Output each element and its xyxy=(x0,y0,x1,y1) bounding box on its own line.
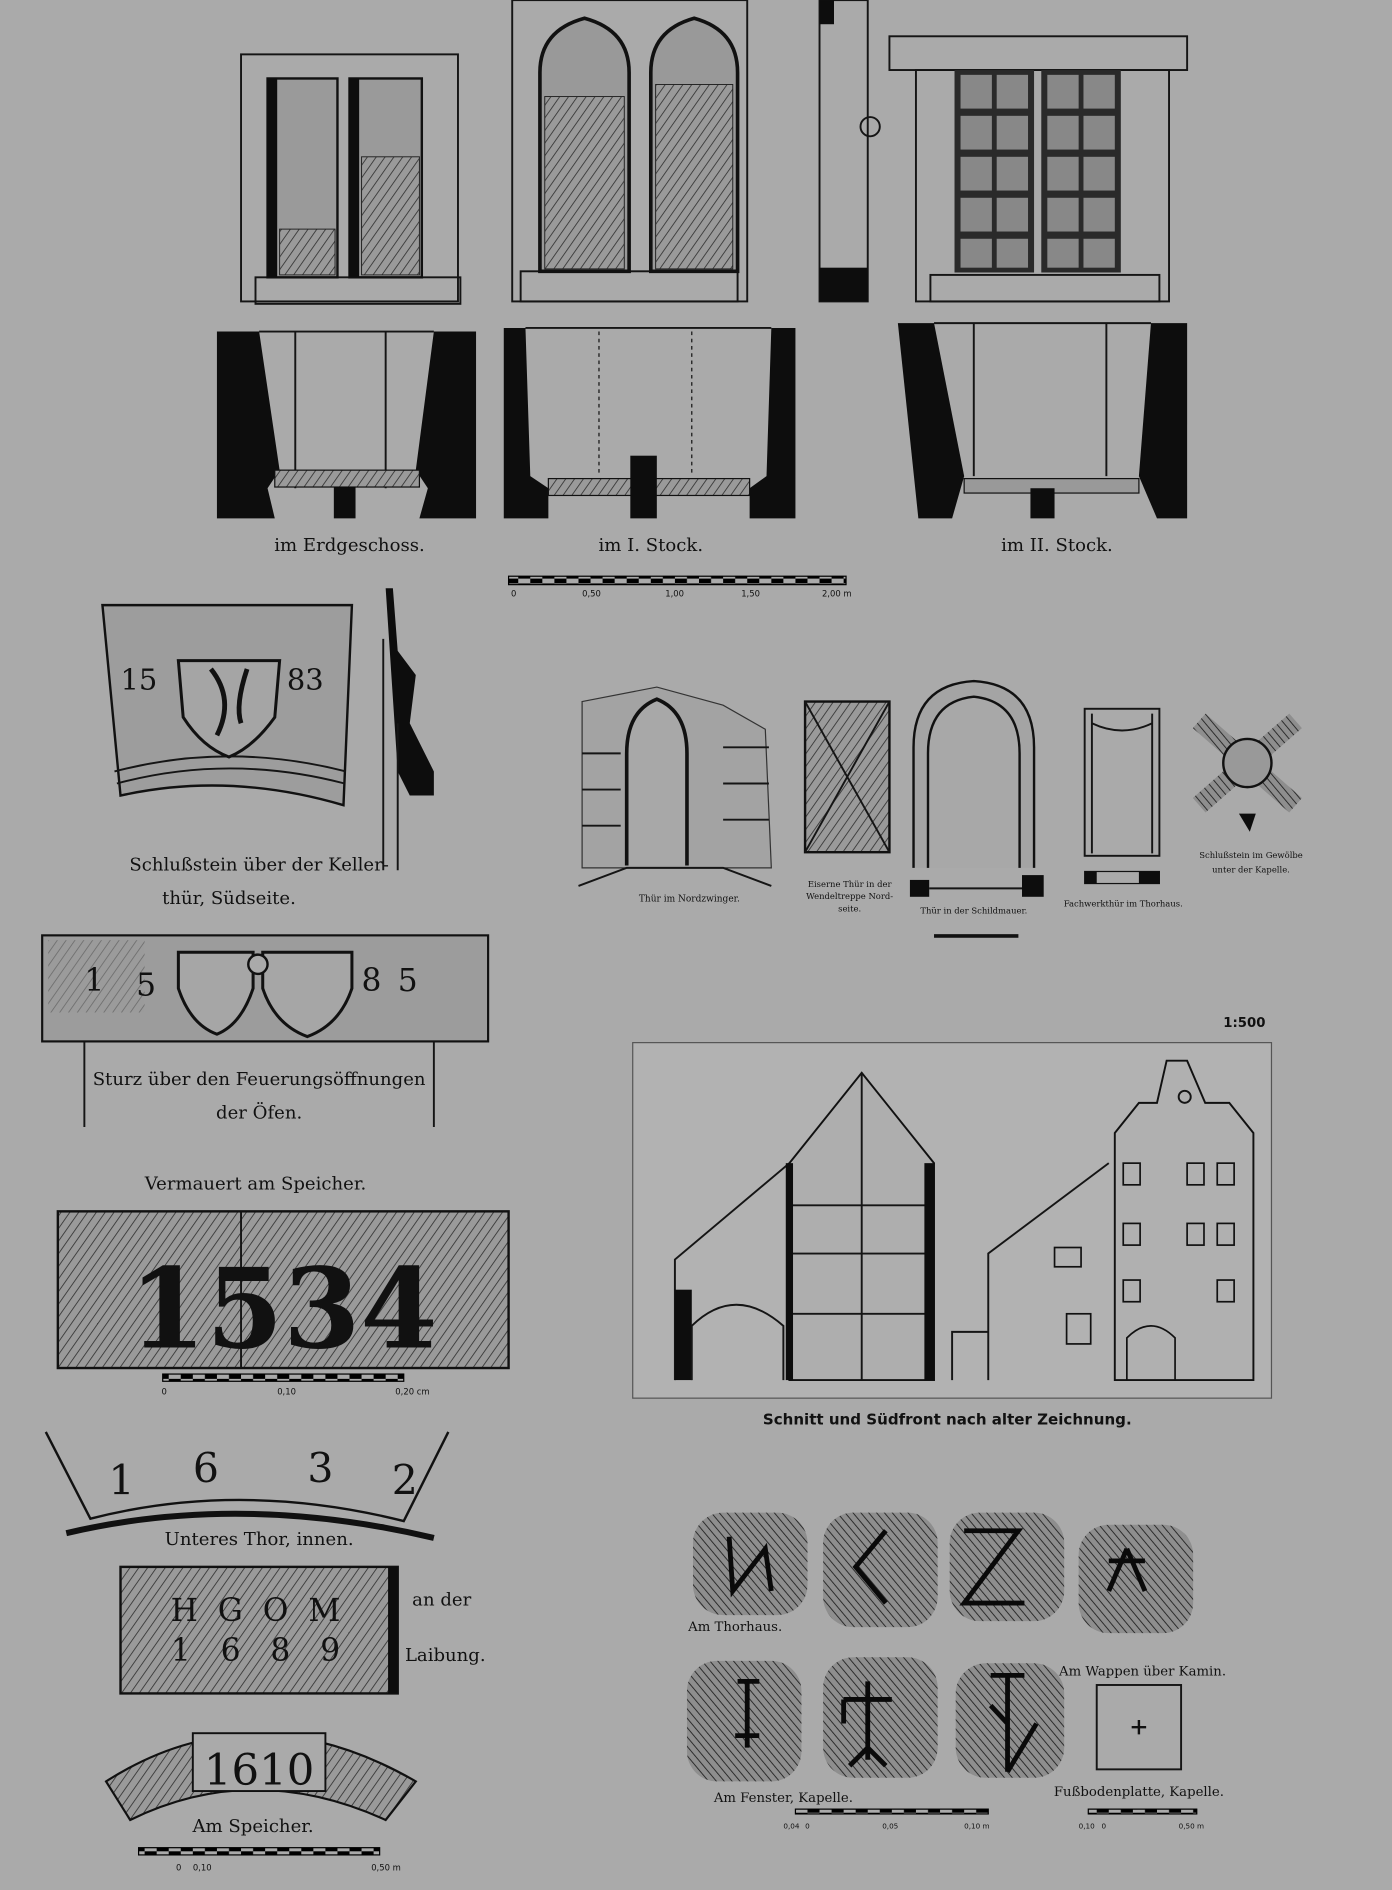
svg-text:0,50 m: 0,50 m xyxy=(371,1863,401,1873)
svg-text:Eiserne Thür in der: Eiserne Thür in der xyxy=(808,879,893,889)
door-caption-fachwerk: Fachwerkthür im Thorhaus. xyxy=(1064,898,1183,908)
svg-text:0,04: 0,04 xyxy=(783,1821,799,1830)
mason-marks xyxy=(686,1512,1194,1782)
svg-text:Wendeltreppe Nord-: Wendeltreppe Nord- xyxy=(806,891,893,901)
scale-bar-floorplate: 0,10 0 0,50 m xyxy=(1079,1808,1204,1830)
svg-text:2,00 m: 2,00 m xyxy=(822,589,852,599)
door-nordzwinger xyxy=(578,686,772,887)
lintel-1585: 1 5 8 5 xyxy=(41,934,490,1127)
year-1534: 1534 xyxy=(129,1245,438,1375)
section-scale-ratio: 1:500 xyxy=(1223,1016,1265,1031)
svg-text:0,10: 0,10 xyxy=(277,1387,296,1397)
keystone-1583: 15 83 xyxy=(101,588,434,871)
svg-text:3: 3 xyxy=(307,1445,333,1493)
plan-second-floor xyxy=(897,322,1188,519)
svg-text:0,10 m: 0,10 m xyxy=(964,1821,989,1830)
door-wendeltreppe xyxy=(803,700,891,854)
caption-fenster: Am Fenster, Kapelle. xyxy=(713,1791,853,1806)
svg-text:seite.: seite. xyxy=(838,903,861,913)
plan-first-floor xyxy=(503,326,796,519)
window-profile xyxy=(818,0,881,303)
svg-text:6: 6 xyxy=(193,1445,219,1493)
svg-text:Schlußstein im Gewölbe: Schlußstein im Gewölbe xyxy=(1199,850,1303,860)
caption-boden: Fußbodenplatte, Kapelle. xyxy=(1054,1785,1224,1800)
svg-text:1: 1 xyxy=(108,1457,134,1505)
window-elevation-ground xyxy=(240,53,462,305)
arch-1610: 1610 xyxy=(104,1732,418,1822)
scale-bar-1610: 0 0,10 0,50 m xyxy=(137,1847,401,1873)
lintel-caption-1: Sturz über den Feuerungsöffnungen xyxy=(93,1069,426,1090)
caption-ground-floor: im Erdgeschoss. xyxy=(274,535,424,556)
svg-text:0: 0 xyxy=(1102,1821,1107,1830)
svg-text:0,20 cm: 0,20 cm xyxy=(395,1387,429,1397)
door-caption-nordzwinger: Thür im Nordzwinger. xyxy=(639,895,740,905)
caption-thorhaus: Am Thorhaus. xyxy=(687,1620,782,1635)
keystone-caption-1: Schlußstein über der Keller- xyxy=(129,854,389,875)
svg-text:0,05: 0,05 xyxy=(882,1821,898,1830)
svg-text:1: 1 xyxy=(84,963,104,999)
svg-text:0,50 m: 0,50 m xyxy=(1179,1821,1204,1830)
svg-text:2: 2 xyxy=(392,1457,418,1505)
laibung-caption-2: Laibung. xyxy=(405,1645,486,1666)
svg-text:H G O M: H G O M xyxy=(171,1593,341,1629)
door-schildmauer xyxy=(909,679,1044,938)
window-elevation-first xyxy=(511,0,749,303)
scale-bar-marks: 0,04 0 0,05 0,10 m xyxy=(783,1808,990,1830)
caption-wappen: Am Wappen über Kamin. xyxy=(1058,1664,1226,1679)
gate-1632: 1 6 3 2 xyxy=(44,1431,450,1541)
svg-text:1,50: 1,50 xyxy=(741,589,760,599)
window-elevation-second xyxy=(888,35,1189,303)
svg-text:0,10: 0,10 xyxy=(1079,1821,1095,1830)
svg-text:0: 0 xyxy=(161,1387,166,1397)
caption-second-floor: im II. Stock. xyxy=(1001,535,1113,556)
year-1610: 1610 xyxy=(204,1746,314,1796)
keystone-year-right: 83 xyxy=(287,662,324,696)
caption-first-floor: im I. Stock. xyxy=(599,535,704,556)
svg-text:0: 0 xyxy=(176,1863,181,1873)
gate-1632-caption: Unteres Thor, innen. xyxy=(165,1529,354,1550)
door-fachwerk xyxy=(1083,707,1161,885)
lintel-caption-2: der Öfen. xyxy=(216,1101,302,1124)
stone-1534: 1534 xyxy=(56,1210,510,1375)
plan-ground-floor xyxy=(216,330,477,519)
svg-text:1 6 8 9: 1 6 8 9 xyxy=(171,1633,340,1669)
svg-text:0,50: 0,50 xyxy=(582,589,601,599)
svg-text:5: 5 xyxy=(136,968,156,1004)
svg-text:unter der Kapelle.: unter der Kapelle. xyxy=(1212,865,1290,875)
svg-text:0: 0 xyxy=(511,589,516,599)
door-caption-schildmauer: Thür in der Schildmauer. xyxy=(920,906,1027,916)
svg-text:0: 0 xyxy=(805,1821,810,1830)
section-caption: Schnitt und Südfront nach alter Zeichnun… xyxy=(763,1411,1132,1429)
section-and-south-front xyxy=(632,1042,1273,1399)
svg-text:8: 8 xyxy=(362,963,382,999)
speicher-1534-title: Vermauert am Speicher. xyxy=(144,1174,366,1195)
stone-hgom-1689: H G O M 1 6 8 9 xyxy=(119,1565,399,1695)
laibung-caption-1: an der xyxy=(412,1589,471,1610)
speicher-1610-caption: Am Speicher. xyxy=(192,1816,314,1837)
svg-text:1,00: 1,00 xyxy=(665,589,684,599)
vault-keystone xyxy=(1192,713,1302,832)
svg-text:0,10: 0,10 xyxy=(193,1863,212,1873)
scale-bar-1534: 0 0,10 0,20 cm xyxy=(161,1373,430,1397)
scale-bar-plans: 0 0,50 1,00 1,50 2,00 m xyxy=(507,575,852,599)
svg-text:5: 5 xyxy=(398,963,418,999)
keystone-year-left: 15 xyxy=(121,662,158,696)
keystone-caption-2: thür, Südseite. xyxy=(162,888,296,909)
